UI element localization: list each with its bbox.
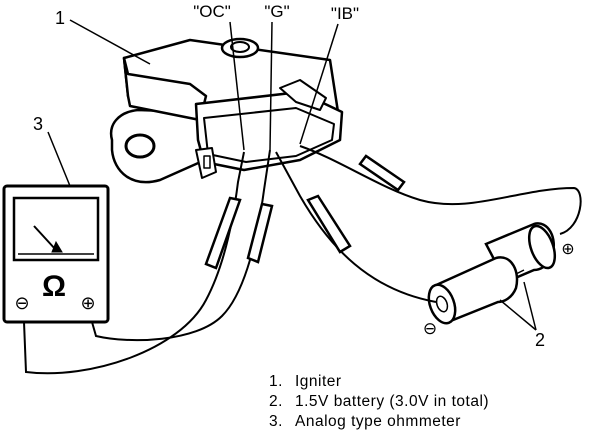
probe-oc (204, 196, 242, 270)
terminal-label-oc: "OC" (193, 2, 231, 21)
legend-text: Analog type ohmmeter (295, 413, 461, 430)
leader-2a (499, 299, 537, 331)
callout-3: 3 (33, 114, 43, 134)
leader-1 (69, 19, 151, 65)
battery-pack: ⊕ ⊖ (423, 222, 575, 338)
legend-number: 3. (269, 413, 283, 430)
leader-2b (523, 281, 537, 331)
legend-text: 1.5V battery (3.0V in total) (295, 393, 490, 410)
legend-text: Igniter (295, 373, 342, 390)
callout-1: 1 (55, 8, 65, 28)
mounting-hole (124, 133, 156, 159)
igniter-mounting-flange (109, 108, 207, 184)
probe-g (246, 202, 274, 264)
leader-3 (47, 131, 71, 187)
battery-minus-symbol: ⊖ (423, 319, 437, 338)
legend-item-igniter: 1. Igniter (269, 372, 589, 392)
callout-2: 2 (535, 330, 545, 350)
housing-boss-hole (230, 41, 250, 53)
callout-leaders (47, 19, 537, 331)
igniter (109, 37, 344, 184)
legend-number: 1. (269, 373, 283, 390)
battery-minus-contact (435, 295, 449, 313)
probes (204, 154, 406, 270)
legend-number: 2. (269, 393, 283, 410)
ohmmeter: Ω ⊖ ⊕ (2, 184, 110, 324)
battery-plus-symbol: ⊕ (561, 241, 574, 258)
probe-ib (358, 154, 406, 192)
battery-plus-cap (527, 224, 557, 270)
legend-item-ohmmeter: 3. Analog type ohmmeter (269, 412, 589, 432)
ohmmeter-needle (33, 225, 57, 251)
connector-face (203, 107, 335, 163)
lower-tab-slot (203, 155, 211, 169)
wire-ib-to-battery-plus (299, 145, 582, 235)
ohmmeter-unit-symbol: Ω (42, 270, 66, 303)
leader-g (269, 21, 273, 151)
ohmmeter-minus-terminal: ⊖ (14, 293, 29, 313)
ohmmeter-pivot (51, 240, 63, 253)
probe-to-battery (306, 194, 352, 254)
legend-item-battery: 2. 1.5V battery (3.0V in total) (269, 392, 589, 412)
leader-oc (229, 21, 245, 151)
terminal-label-ib: "IB" (331, 4, 359, 23)
connector-latch (279, 79, 327, 111)
wire-g-to-battery-minus (275, 151, 437, 303)
battery-stripe (515, 269, 525, 275)
leader-ib (299, 23, 339, 145)
ohmmeter-plus-terminal: ⊕ (80, 293, 95, 313)
legend: 1. Igniter 2. 1.5V battery (3.0V in tota… (269, 372, 589, 432)
terminal-label-g: "G" (264, 2, 289, 21)
wire-g-to-meter-plus (91, 149, 271, 342)
